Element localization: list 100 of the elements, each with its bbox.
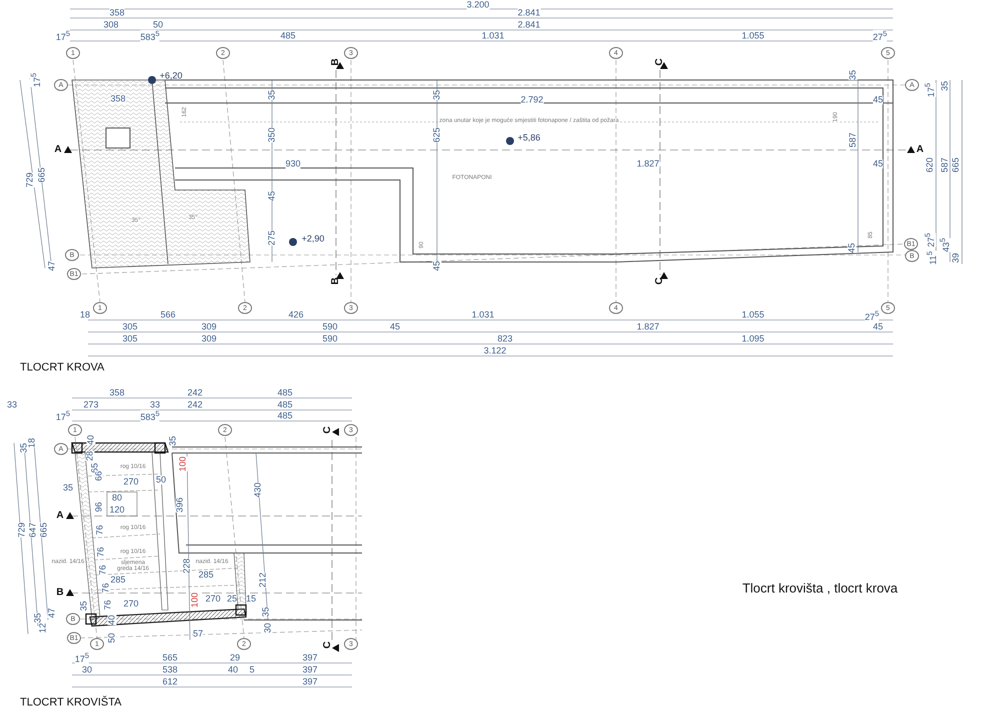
dimension-label: 30 [82,666,92,674]
dimension-label: 309 [201,334,217,344]
dimension-label: 45 [432,261,442,271]
dimension-label: 823 [497,334,513,344]
drawing-title: TLOCRT KROVIŠTA [20,698,122,708]
elevation-label: +5,86 [518,134,540,142]
dimension-label: 397 [302,678,318,686]
dimension-label: 40 [228,666,238,674]
dimension-label: 35 [432,90,442,100]
elevation-label: +2,90 [302,234,324,244]
dimension-label: 50 [153,20,163,30]
dimension-label: 665 [40,522,48,538]
dimension-label: 45 [873,96,883,104]
dimension-label: 358 [110,94,126,104]
dimension-label: 33 [7,400,17,410]
dimension-label: 35 [34,613,42,623]
dimension-label: 358 [109,388,125,398]
dimension-label: 270 [205,594,221,604]
dimension-label: 35 [268,90,276,100]
dimension-label: 242 [187,400,203,410]
dimension-label: 96 [94,502,104,512]
dimension-label: 1.055 [742,310,764,320]
dimension-label: 76 [102,583,110,593]
dimension-label: 17$^{5}$ [56,30,70,42]
dimension-label: 35 [848,70,858,80]
dimension-label: 76 [96,525,104,535]
dimension-label: 485 [277,412,293,420]
dimension-label: 350 [268,127,276,143]
dimension-label: 1.827 [636,160,660,168]
dimension-label: 665 [38,167,46,183]
section-mark-label: A [56,511,64,521]
dimension-label: 309 [201,322,217,332]
dimension-label: 2.841 [518,8,540,18]
dimension-label: 285 [198,570,214,580]
dimension-label: 66 [94,471,104,481]
dimension-label: 485 [277,400,293,410]
dimension-label: 242 [187,388,203,398]
dimension-label: 35 [262,607,270,617]
section-mark-label: C [655,58,665,66]
dimension-label: 485 [277,388,293,398]
dimension-label: 47 [48,608,56,618]
dimension-label: 1.055 [742,32,764,40]
dimension-label: 647 [28,522,38,538]
dimension-label: 120 [109,506,125,514]
section-mark-label: B [331,277,341,285]
dimension-label: 100 [190,592,200,608]
dimension-label: 17$^{5}$ [74,652,90,664]
dimension-label: 212 [258,572,268,588]
dimension-label: 426 [288,310,304,320]
dimension-label: 729 [18,522,26,538]
section-mark-label: C [655,277,665,285]
dimension-label: 18 [80,310,90,320]
dimension-label: 40 [86,435,96,445]
dimension-label: 50 [108,633,116,643]
dimension-label: 583$^{5}$ [140,410,160,422]
dimension-label: 1.827 [636,322,660,332]
dimension-label: 100 [178,456,188,472]
elevation-label: +6,20 [160,72,182,80]
dimension-label: 17$^{5}$ [56,410,70,422]
dimension-label: 45 [268,191,276,201]
dimension-label: 33 [150,400,160,410]
dimension-label: 47 [48,261,56,271]
dimension-label: 45 [848,243,856,253]
dimension-label: 35 [20,443,28,453]
section-mark-label: C [323,426,333,434]
dimension-label: 1.095 [742,334,764,344]
dimension-label: 80 [112,494,122,502]
dimension-label: 729 [26,172,34,188]
dimension-label: 305 [122,334,138,344]
dimension-label: 35 [80,601,88,611]
dimension-label: 12 [38,623,48,633]
dimension-label: 35 [63,484,73,492]
dimension-label: 45 [390,322,400,332]
dimension-label: 305 [122,322,138,332]
dimension-label: 28 [86,451,94,461]
dimension-label: 358 [109,8,125,18]
dimension-label: 30 [264,623,272,633]
dimension-label: 485 [280,32,296,40]
dimension-label: 27$^{5}$ [872,30,888,42]
drawing-title: TLOCRT KROVA [20,362,104,374]
dimension-label: 45 [873,160,883,168]
dimension-label: 566 [160,310,176,320]
dimension-label: 25 [227,594,237,604]
dimension-label: 2.792 [520,96,544,104]
dimension-label: 3.200 [466,0,490,10]
dimension-label: 29 [230,654,240,662]
dimension-label: 35 [168,436,178,446]
dimension-label: 27$^{5}$ [864,310,880,322]
dimension-label: 228 [182,558,192,574]
dimension-label: 583$^{5}$ [140,30,160,42]
section-mark-label: A [916,145,924,155]
dimension-label: 45 [873,322,883,332]
dimension-label: 273 [83,400,99,410]
dimension-label: 538 [162,666,178,674]
dimension-label: 18 [28,438,36,448]
section-mark-label: A [54,145,62,155]
dimension-label: 587 [848,132,858,148]
dimension-label: 930 [285,160,301,168]
dimension-label: 587 [940,157,950,173]
dimension-label: 590 [322,334,338,344]
